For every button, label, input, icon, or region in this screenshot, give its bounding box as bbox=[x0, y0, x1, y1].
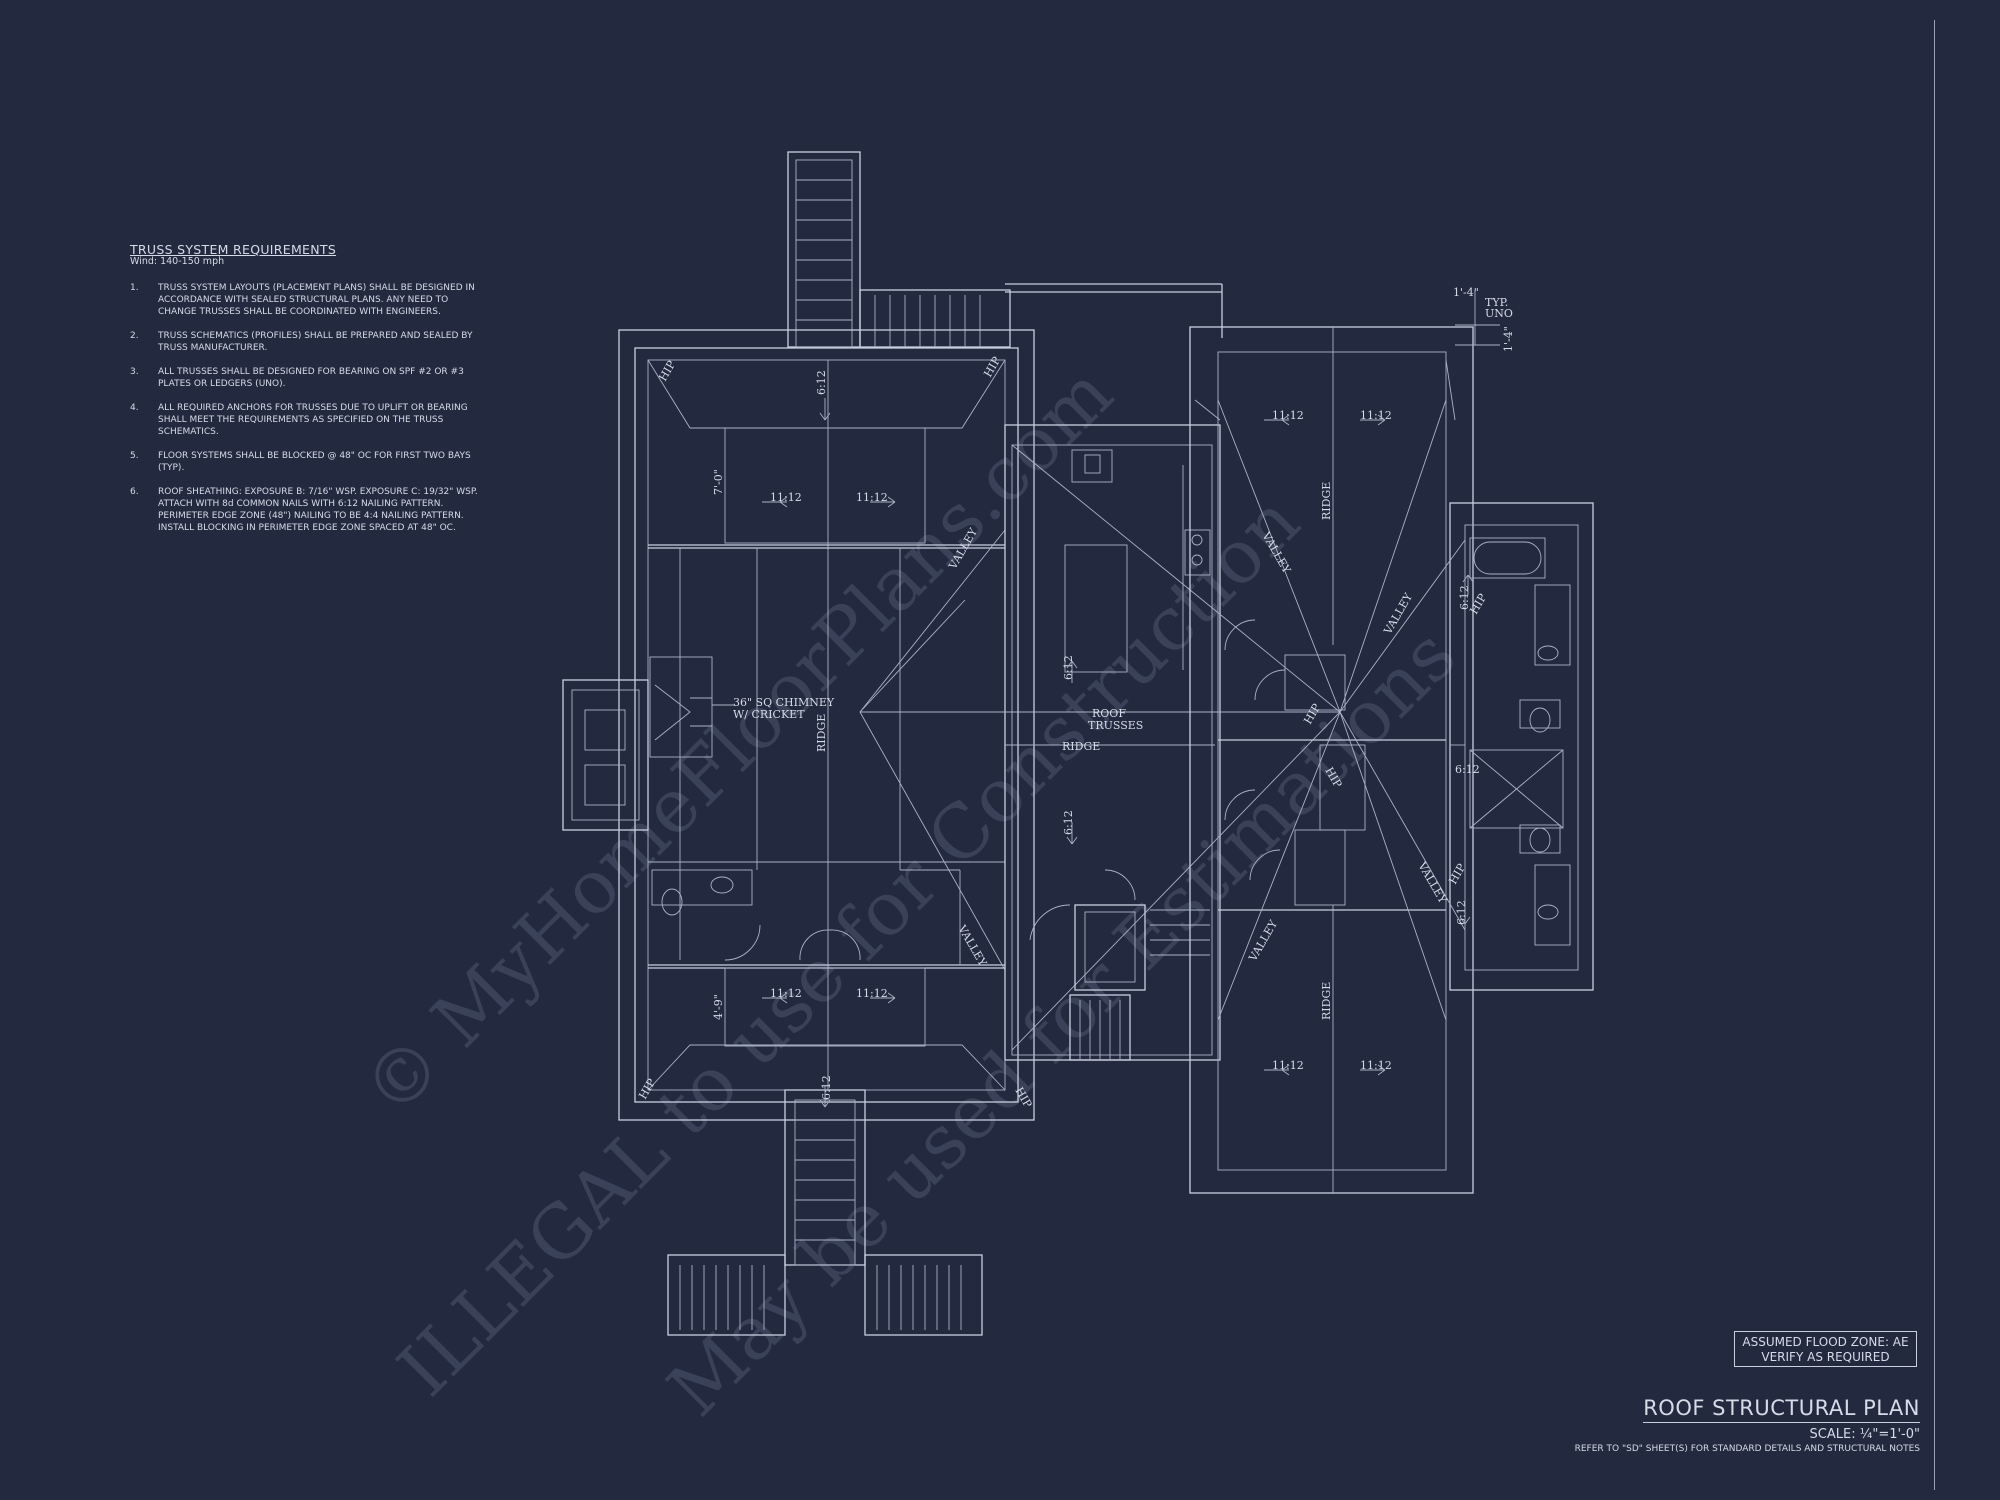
pitch-label: 6:12 bbox=[1062, 810, 1075, 835]
bottom-stair bbox=[667, 1089, 983, 1336]
pitch-label: 11:12 bbox=[856, 987, 888, 1000]
pitch-label: 11:12 bbox=[856, 491, 888, 504]
roof-trusses-label: TRUSSES bbox=[1088, 719, 1143, 732]
note-item: 4.ALL REQUIRED ANCHORS FOR TRUSSES DUE T… bbox=[130, 403, 468, 437]
chimney-label: W/ CRICKET bbox=[733, 708, 805, 721]
valley-label: VALLEY bbox=[1381, 590, 1416, 637]
flood-line-1: ASSUMED FLOOD ZONE: AE bbox=[1742, 1335, 1909, 1349]
title-block: ROOF STRUCTURAL PLAN SCALE: ¼"=1'-0" REF… bbox=[1575, 1396, 1920, 1454]
hip-label: HIP bbox=[656, 358, 678, 383]
sheet-border-line bbox=[1934, 20, 1936, 1490]
flood-line-2: VERIFY AS REQUIRED bbox=[1761, 1350, 1890, 1364]
ridge-label: RIDGE bbox=[815, 714, 828, 752]
roof-trusses-label: ROOF bbox=[1092, 707, 1126, 720]
dimension-label: 7'-0" bbox=[712, 469, 725, 495]
valley-label: VALLEY bbox=[1246, 917, 1281, 964]
chimney-label: 36" SQ CHIMNEY bbox=[733, 696, 835, 709]
hip-label: HIP bbox=[1322, 765, 1344, 790]
sheet-scale: SCALE: ¼"=1'-0" bbox=[1809, 1427, 1920, 1442]
sheet-note: REFER TO "SD" SHEET(S) FOR STANDARD DETA… bbox=[1574, 1444, 1920, 1454]
notes-title: TRUSS SYSTEM REQUIREMENTS bbox=[130, 242, 337, 257]
plan-labels: HIP HIP 6:12 7'-0" 11:12 11:12 VALLEY 36… bbox=[636, 286, 1515, 1110]
master-bath bbox=[1339, 502, 1594, 991]
valley-label: VALLEY bbox=[1415, 859, 1450, 906]
truss-notes: TRUSS SYSTEM REQUIREMENTS Wind: 140-150 … bbox=[130, 242, 485, 546]
chimney bbox=[562, 656, 735, 831]
hip-label: HIP bbox=[1301, 701, 1323, 726]
pitch-label: 6:12 bbox=[1455, 763, 1480, 776]
dimension-label: 1'-4" bbox=[1453, 286, 1479, 299]
note-item: 3.ALL TRUSSES SHALL BE DESIGNED FOR BEAR… bbox=[130, 367, 464, 389]
flood-zone-box: ASSUMED FLOOD ZONE: AE VERIFY AS REQUIRE… bbox=[1734, 1331, 1917, 1367]
hip-label: HIP bbox=[1012, 1085, 1034, 1110]
center-section bbox=[860, 424, 1341, 1061]
dimension-label: 4'-9" bbox=[712, 994, 725, 1020]
ridge-label: RIDGE bbox=[1062, 740, 1100, 753]
valley-label: VALLEY bbox=[946, 525, 981, 572]
ridge-label: RIDGE bbox=[1320, 482, 1333, 520]
hip-label: HIP bbox=[636, 1076, 658, 1101]
pitch-label: 6:12 bbox=[1062, 655, 1075, 680]
right-section bbox=[1189, 290, 1500, 1194]
pitch-label: 6:12 bbox=[820, 1075, 833, 1100]
notes-wind: Wind: 140-150 mph bbox=[130, 256, 225, 267]
note-item: 5.FLOOR SYSTEMS SHALL BE BLOCKED @ 48" O… bbox=[130, 451, 471, 473]
sheet-title: ROOF STRUCTURAL PLAN bbox=[1643, 1396, 1920, 1423]
note-item: 1.TRUSS SYSTEM LAYOUTS (PLACEMENT PLANS)… bbox=[130, 283, 475, 317]
dimension-label: 1'-4" bbox=[1502, 326, 1515, 352]
pitch-arrows bbox=[762, 398, 1474, 1108]
pitch-label: 6:12 bbox=[815, 370, 828, 395]
uno-label: UNO bbox=[1485, 307, 1513, 320]
typ-label: TYP. bbox=[1485, 296, 1508, 309]
ridge-label: RIDGE bbox=[1320, 982, 1333, 1020]
note-item: 6.ROOF SHEATHING: EXPOSURE B: 7/16" WSP.… bbox=[130, 487, 478, 533]
valley-label: VALLEY bbox=[1259, 529, 1294, 576]
pitch-label: 6:12 bbox=[1455, 900, 1468, 925]
note-item: 2.TRUSS SCHEMATICS (PROFILES) SHALL BE P… bbox=[130, 331, 473, 353]
top-stair bbox=[787, 151, 1223, 348]
